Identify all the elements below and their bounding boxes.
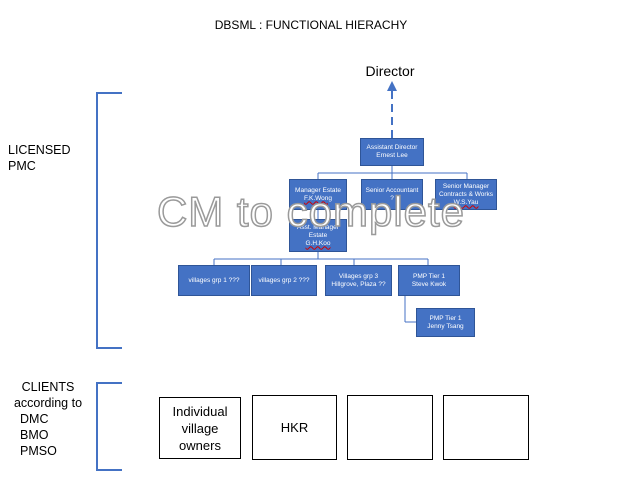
- clients-label: CLIENTS according to DMC BMO PMSO: [13, 380, 83, 458]
- pmp-tier1-jenny-box: PMP Tier 1 Jenny Tsang: [416, 308, 475, 337]
- manager-estate-box: Manager Estate F.K.Wong: [289, 179, 347, 210]
- pmp-tier1-steve-box: PMP Tier 1 Steve Kwok: [398, 265, 460, 296]
- client-box-hkr: HKR: [252, 395, 337, 460]
- licensed-pmc-label: LICENSED PMC: [8, 143, 71, 173]
- villages-grp1-box: villages grp 1 ???: [178, 265, 250, 296]
- senior-accountant-box: Senior Accountant ?: [361, 179, 423, 210]
- villages-grp3-box: Villages grp 3 Hillgrove, Plaza ??: [325, 265, 392, 296]
- assistant-director-box: Assistant Director Ernest Lee: [360, 138, 424, 166]
- asst-manager-estate-box: Asst. Manager Estate G.H.Koo: [289, 219, 347, 252]
- client-box-empty-3: [347, 395, 433, 460]
- director-label: Director: [365, 63, 415, 79]
- diagram-title: DBSML : FUNCTIONAL HIERACHY: [214, 18, 408, 32]
- cm-to-complete-watermark: CM to complete: [156, 187, 466, 236]
- senior-manager-box: Senior Manager Contracts & Works W.S.Yau: [435, 179, 497, 210]
- client-box-individual-owners: Individual village owners: [159, 397, 241, 459]
- client-box-empty-4: [443, 395, 529, 460]
- villages-grp2-box: villages grp 2 ???: [251, 265, 317, 296]
